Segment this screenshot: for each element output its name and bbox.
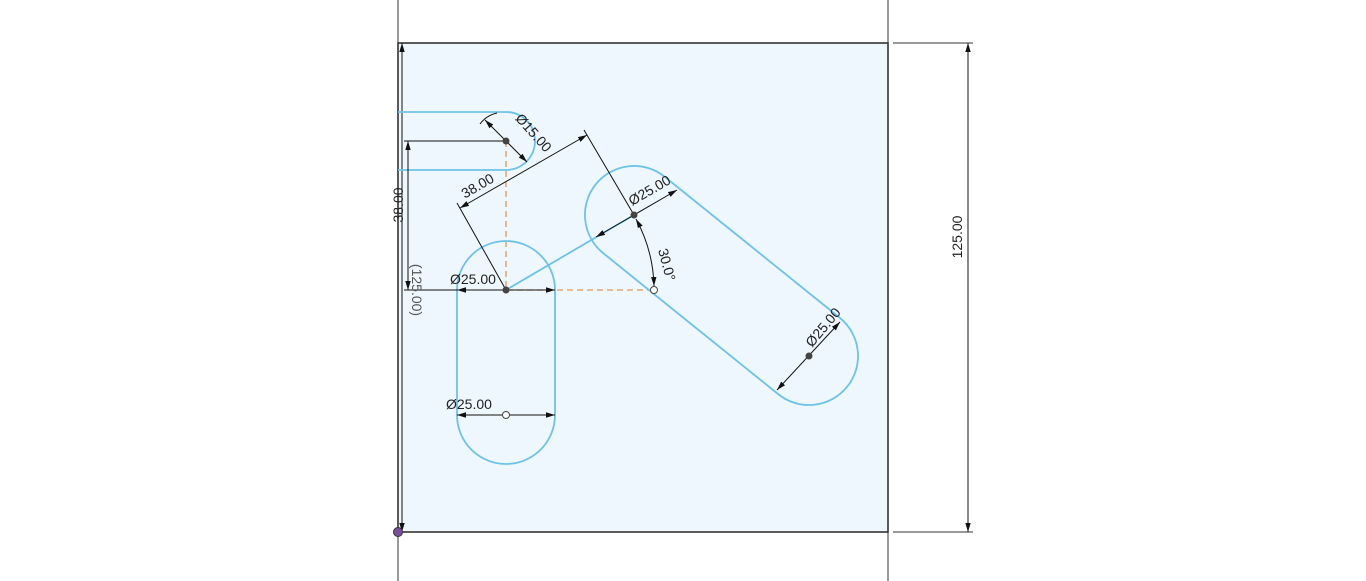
center-point[interactable] [805, 352, 813, 360]
extension-line [456, 202, 507, 291]
point[interactable] [502, 411, 510, 419]
point[interactable] [650, 286, 658, 294]
dimension-line[interactable] [459, 134, 588, 209]
reference-dimension-text: (125.00) [409, 264, 425, 316]
dimension-text: Ø25.00 [446, 396, 492, 412]
diagonal-slot[interactable] [584, 165, 859, 406]
dimension-left-height[interactable]: 38.00 [390, 140, 506, 291]
origin-point[interactable] [393, 527, 403, 537]
center-point[interactable] [502, 286, 510, 294]
dimension-overall-height[interactable]: 125.00 [893, 42, 973, 533]
sketch-points[interactable] [393, 137, 813, 537]
dimension-text: 38.00 [390, 187, 406, 222]
rectangle-profile[interactable] [397, 42, 889, 533]
dimension-text: 125.00 [949, 215, 965, 258]
center-point[interactable] [630, 211, 638, 219]
dimension-text: Ø25.00 [450, 271, 496, 287]
angle-arc[interactable] [635, 218, 657, 287]
dimension-arc [479, 112, 498, 125]
center-point[interactable] [502, 137, 510, 145]
